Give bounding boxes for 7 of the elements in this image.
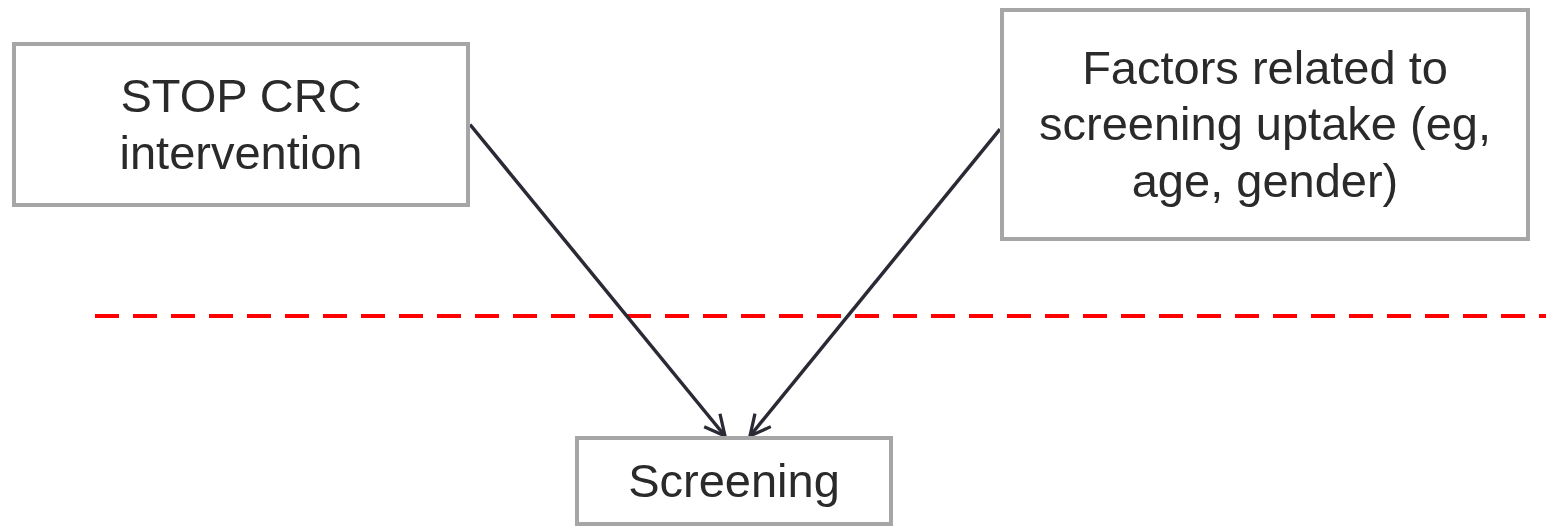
box-label: Factors related to screening uptake (eg, age, gender) [1038, 39, 1492, 209]
text-box [12, 42, 470, 207]
box-label: Screening [628, 452, 840, 509]
arrow [748, 128, 1002, 438]
text-box [1000, 8, 1530, 241]
text-box [575, 436, 893, 526]
box-label: STOP CRC intervention [118, 68, 364, 181]
